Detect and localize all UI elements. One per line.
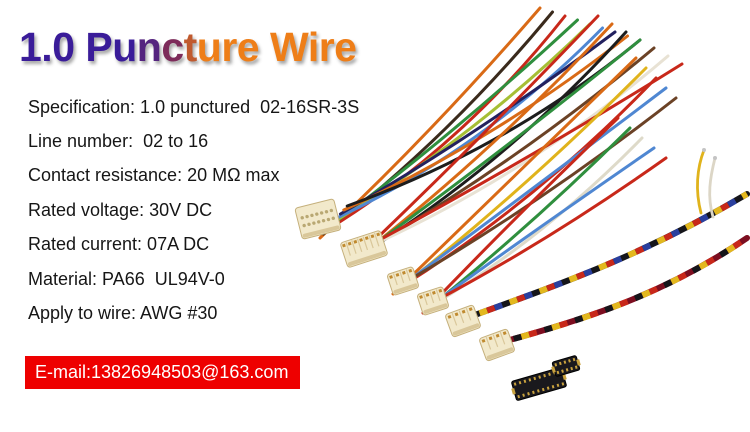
- spec-line-rated-current: Rated current: 07A DC: [28, 234, 210, 255]
- page-title: 1.0 Puncture Wire: [19, 24, 357, 71]
- title-part: 1.0 Pu: [19, 24, 137, 70]
- title-part: n: [136, 24, 162, 70]
- title-part: t: [183, 24, 198, 70]
- spec-line-apply-to-wire: Apply to wire: AWG #30: [28, 303, 218, 324]
- spec-line-line-number: Line number: 02 to 16: [28, 131, 209, 152]
- spec-line-specification: Specification: 1.0 punctured 02-16SR-3S: [28, 96, 360, 117]
- email-contact: E-mail:13826948503@163.com: [25, 356, 301, 389]
- spec-line-material: Material: PA66 UL94V-0: [28, 268, 225, 289]
- title-part: c: [161, 24, 184, 70]
- spec-line-contact-resistance: Contact resistance: 20 MΩ max: [28, 165, 280, 186]
- spec-line-rated-voltage: Rated voltage: 30V DC: [28, 199, 213, 220]
- title-part: ure Wire: [196, 24, 357, 70]
- spec-list: Specification: 1.0 punctured 02-16SR-3S …: [28, 90, 359, 331]
